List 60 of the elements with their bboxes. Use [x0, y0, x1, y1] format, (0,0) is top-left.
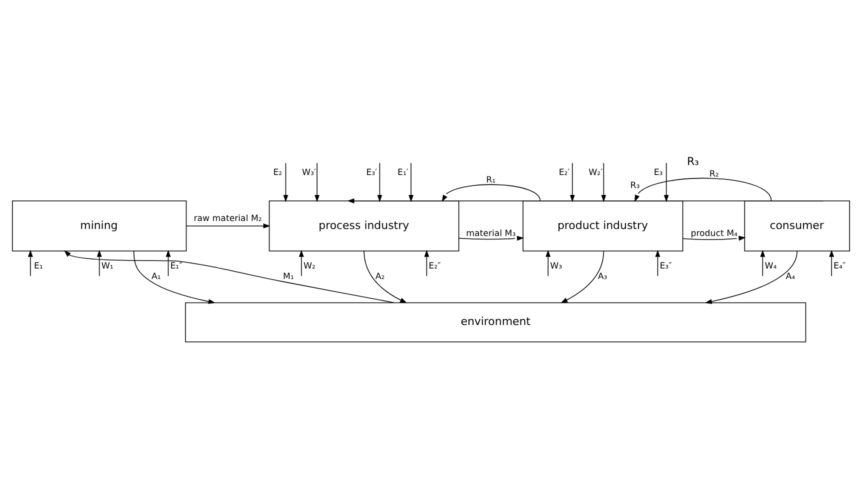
arrow: [442, 184, 541, 202]
arrow: [364, 250, 408, 304]
arrow: [96, 250, 102, 276]
arrow: [283, 162, 288, 202]
arrow: [314, 162, 320, 202]
arrow: [829, 250, 834, 276]
node-box: product industry: [522, 200, 684, 252]
arrow: [570, 162, 575, 202]
label: R₃: [686, 155, 699, 168]
edge-label: product M₄: [690, 228, 738, 239]
edge-label: E₃: [654, 168, 663, 178]
arrow: [28, 250, 33, 276]
arrow: [347, 198, 824, 204]
edge-label: R₃: [630, 181, 640, 192]
edge-label: A₄: [786, 272, 796, 282]
edge-label: E₃″: [660, 262, 672, 272]
arrow: [546, 250, 551, 276]
edge-label: E₁″: [170, 262, 182, 272]
node-box: environment: [185, 302, 806, 342]
arrow: [424, 250, 430, 276]
arrow: [560, 250, 604, 304]
edge-label: E₄″: [834, 262, 846, 272]
edge-label: A₁: [151, 272, 161, 282]
edge-label: E₂″: [428, 262, 441, 272]
arrow: [186, 224, 270, 228]
arrow: [166, 250, 171, 276]
arrow: [64, 250, 395, 304]
node-box: process industry: [268, 200, 460, 252]
arrow: [664, 162, 669, 202]
edge-label: W₃′: [302, 168, 316, 178]
edge-label: E₁′: [398, 168, 408, 178]
arrow: [133, 250, 216, 304]
edge-label: R₂: [709, 169, 719, 180]
arrow: [601, 162, 606, 202]
arrow: [377, 162, 382, 202]
edge-label: W₁: [101, 262, 114, 272]
edge-label: E₁: [34, 262, 43, 272]
edge-label: material M₃: [466, 228, 516, 239]
arrow: [682, 236, 746, 241]
edge-label: E₂′: [558, 168, 570, 178]
arrow: [408, 162, 414, 202]
edge-label: W₂: [303, 262, 316, 272]
arrow: [634, 178, 772, 202]
arrow: [704, 250, 798, 304]
edge-label: raw material M₂: [194, 214, 262, 224]
arrow: [760, 250, 766, 276]
edge-label: W₄: [764, 262, 777, 272]
edge-label: W₂′: [588, 168, 603, 178]
edge-label: A₃: [598, 272, 608, 282]
edge-label: W₃: [550, 262, 562, 272]
edge-label: R₁: [486, 176, 496, 186]
edge-label: M₁: [283, 272, 294, 282]
edge-label: A₂: [375, 272, 385, 282]
edge-label: E₃′: [366, 168, 378, 178]
node-box: consumer: [744, 200, 850, 252]
arrow: [655, 250, 660, 276]
arrow: [458, 236, 524, 241]
node-box: mining: [12, 200, 187, 252]
arrow: [298, 250, 304, 276]
edge-label: E₂: [273, 168, 282, 178]
